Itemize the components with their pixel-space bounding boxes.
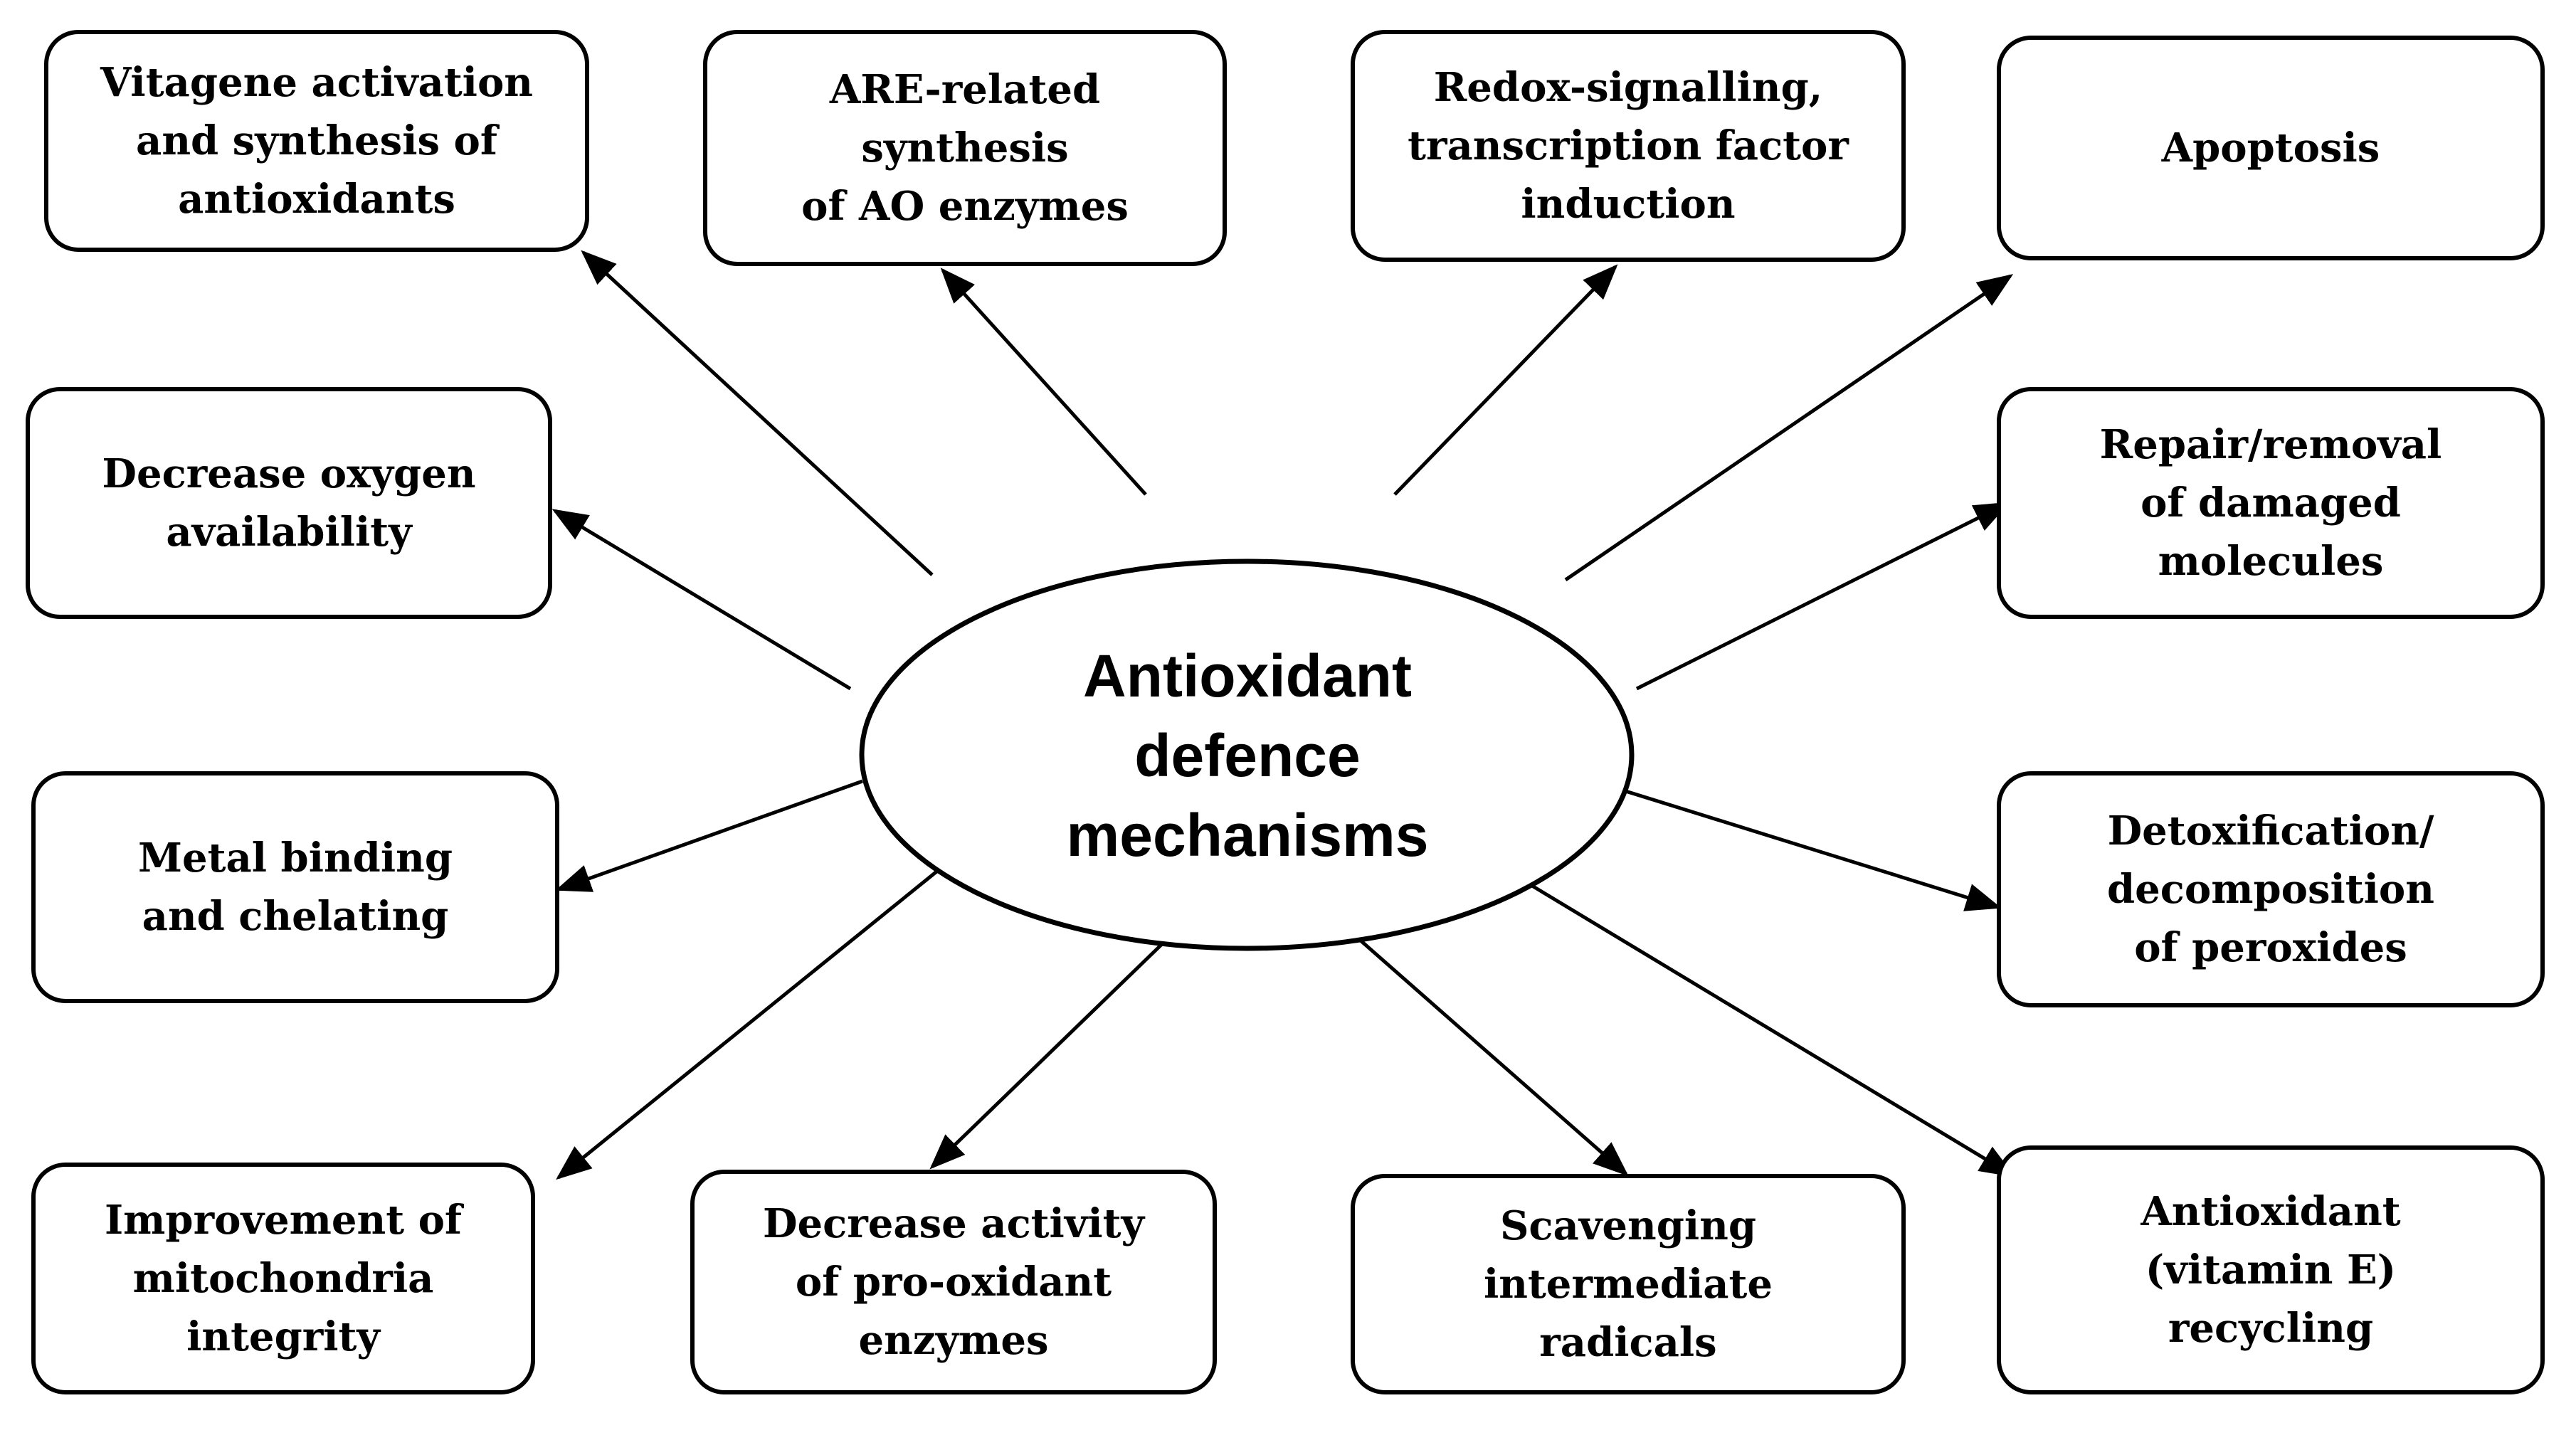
box-metal-binding: Metal binding and chelating xyxy=(31,771,559,1003)
box-label: Antioxidant (vitamin E) recycling xyxy=(2140,1188,2401,1352)
arrow-to-prooxidant xyxy=(929,941,1165,1170)
box-label: Apoptosis xyxy=(2161,125,2380,171)
center-ellipse xyxy=(859,558,1635,951)
box-label: Detoxification/ decomposition of peroxid… xyxy=(2106,808,2434,971)
box-decrease-oxygen: Decrease oxygen availability xyxy=(26,387,552,619)
box-redox-signalling: Redox-signalling, transcription factor i… xyxy=(1351,30,1906,262)
box-label: Metal binding and chelating xyxy=(138,835,453,940)
arrow-to-vitagene xyxy=(581,250,934,576)
arrow-to-repair xyxy=(1635,502,2010,691)
box-label: Improvement of mitochondria integrity xyxy=(104,1197,463,1360)
arrow-to-detox xyxy=(1620,788,2002,911)
arrow-to-scavenging xyxy=(1359,939,1629,1177)
box-antioxidant-recycling: Antioxidant (vitamin E) recycling xyxy=(1997,1145,2545,1394)
arrow-to-recycling xyxy=(1527,882,2016,1177)
box-are-related-synthesis: ARE-related synthesis of AO enzymes xyxy=(703,30,1227,266)
box-label: Vitagene activation and synthesis of ant… xyxy=(100,59,534,223)
box-label: Repair/removal of damaged molecules xyxy=(2099,421,2442,585)
box-scavenging-radicals: Scavenging intermediate radicals xyxy=(1351,1174,1906,1394)
box-pro-oxidant-enzymes: Decrease activity of pro-oxidant enzymes xyxy=(690,1170,1217,1394)
box-label: Redox-signalling, transcription factor i… xyxy=(1408,64,1849,228)
box-label: Decrease oxygen availability xyxy=(102,450,476,556)
center-label: Antioxidant defence mechanisms xyxy=(1066,642,1429,869)
box-repair-removal: Repair/removal of damaged molecules xyxy=(1997,387,2545,619)
arrow-to-redox xyxy=(1393,264,1618,496)
box-detoxification: Detoxification/ decomposition of peroxid… xyxy=(1997,771,2545,1007)
box-mitochondria-integrity: Improvement of mitochondria integrity xyxy=(31,1163,535,1394)
box-apoptosis: Apoptosis xyxy=(1997,36,2545,260)
box-label: Scavenging intermediate radicals xyxy=(1483,1202,1773,1366)
arrow-to-oxygen xyxy=(551,509,852,691)
box-vitagene-activation: Vitagene activation and synthesis of ant… xyxy=(44,30,589,252)
box-label: Decrease activity of pro-oxidant enzymes xyxy=(762,1200,1145,1364)
arrow-to-are xyxy=(940,268,1147,496)
arrows xyxy=(551,250,2016,1180)
arrow-to-metal xyxy=(555,779,863,892)
box-label: ARE-related synthesis of AO enzymes xyxy=(801,66,1129,230)
arrow-to-mito xyxy=(556,868,941,1180)
arrow-to-apoptosis xyxy=(1564,274,2014,582)
